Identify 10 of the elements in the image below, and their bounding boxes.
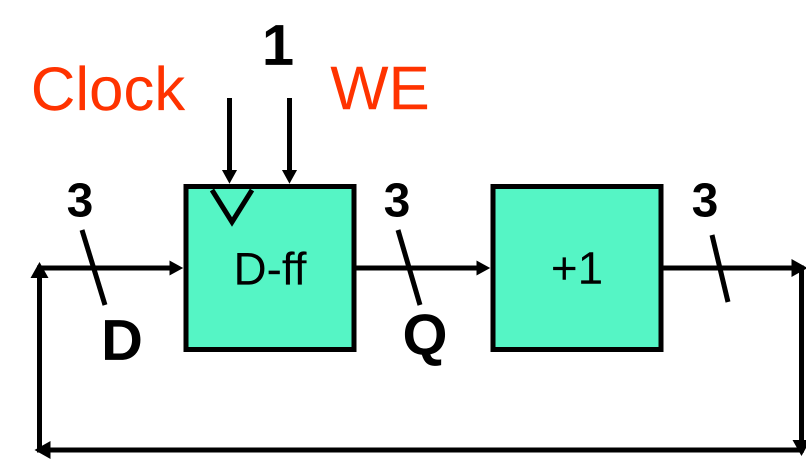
block-box: D-ff (184, 184, 356, 352)
signal-name: D (105, 320, 140, 360)
bus-width: 3 (68, 183, 92, 217)
signal-name: Q (404, 314, 446, 366)
signal-value: 1 (266, 25, 292, 65)
bus-width: 3 (384, 183, 409, 217)
signal-name: WE (330, 66, 428, 110)
arrow (30, 259, 806, 459)
signal-name: Clock (34, 65, 186, 111)
block-box: +1 (490, 184, 664, 352)
